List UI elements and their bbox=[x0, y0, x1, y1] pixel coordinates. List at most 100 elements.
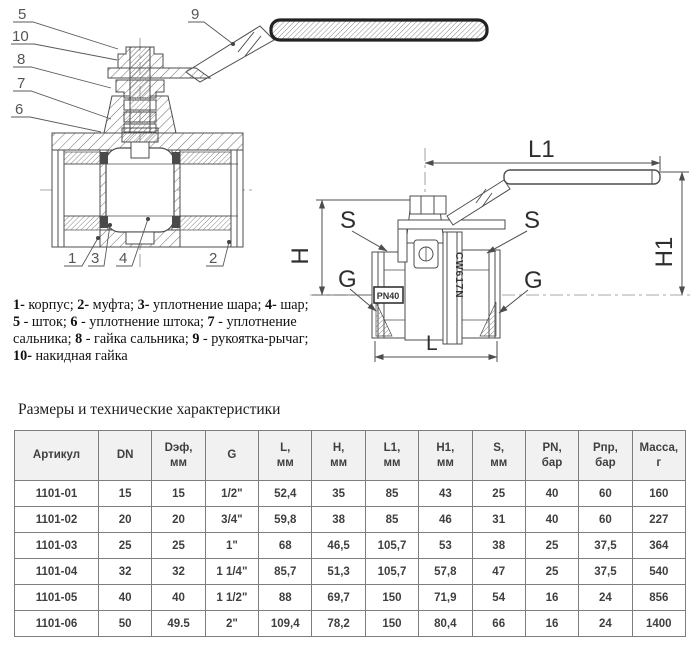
pn-marking: PN40 bbox=[377, 291, 400, 301]
table-cell: 60 bbox=[578, 480, 633, 507]
table-cell: 540 bbox=[631, 558, 687, 585]
table-cell: 25 bbox=[151, 532, 206, 559]
dim-label-H1: H1 bbox=[651, 237, 678, 268]
table-cell: 32 bbox=[151, 558, 206, 585]
table-cell: 40 bbox=[524, 480, 580, 507]
table-cell: 105,7 bbox=[364, 558, 420, 585]
table-cell: 364 bbox=[631, 532, 687, 559]
table-cell: 46,5 bbox=[311, 532, 366, 559]
table-cell: 71,9 bbox=[418, 584, 473, 611]
table-cell: 16 bbox=[524, 584, 580, 611]
column-header: PN,бар bbox=[524, 430, 580, 481]
column-header: H1,мм bbox=[418, 430, 473, 481]
callout-9: 9 bbox=[191, 6, 199, 23]
table-cell: 68 bbox=[258, 532, 313, 559]
ball-seat bbox=[100, 216, 108, 228]
callout-10: 10 bbox=[12, 28, 29, 45]
mounting-bracket bbox=[397, 219, 506, 230]
table-cell: 25 bbox=[471, 480, 526, 507]
table-cell: 25 bbox=[97, 532, 153, 559]
table-cell: 32 bbox=[97, 558, 153, 585]
legend-line: сальника; 8 - гайка сальника; 9 - рукоят… bbox=[13, 331, 309, 347]
table-cell: 40 bbox=[524, 506, 580, 533]
table-cell: 24 bbox=[578, 610, 633, 637]
dim-label-G-right: G bbox=[524, 267, 543, 294]
table-cell: 31 bbox=[471, 506, 526, 533]
table-cell: 1101-05 bbox=[14, 584, 99, 611]
ball bbox=[105, 147, 175, 233]
column-header: Масса,г bbox=[631, 430, 687, 481]
legend-line: 5 - шток; 6 - уплотнение штока; 7 - упло… bbox=[13, 314, 297, 330]
table-cell: 150 bbox=[364, 584, 420, 611]
column-header: L1,мм bbox=[364, 430, 420, 481]
table-cell: 80,4 bbox=[418, 610, 473, 637]
table-cell: 40 bbox=[97, 584, 153, 611]
table-cell: 25 bbox=[524, 558, 580, 585]
valve-body-side bbox=[371, 169, 661, 345]
table-cell: 43 bbox=[418, 480, 473, 507]
callout-4: 4 bbox=[119, 250, 127, 267]
table-cell: 85 bbox=[364, 480, 420, 507]
parts-legend: 1- корпус; 2- муфта; 3- уплотнение шара;… bbox=[13, 297, 343, 365]
table-cell: 85,7 bbox=[258, 558, 313, 585]
table-cell: 105,7 bbox=[364, 532, 420, 559]
column-header: S,мм bbox=[471, 430, 526, 481]
table-cell: 25 bbox=[524, 532, 580, 559]
table-cell: 78,2 bbox=[311, 610, 366, 637]
spec-section: Размеры и технические характеристики Арт… bbox=[14, 401, 687, 637]
dim-label-S-left: S bbox=[340, 207, 356, 234]
dimension-lines bbox=[312, 156, 689, 362]
table-cell: 66 bbox=[471, 610, 526, 637]
alloy-marking: CW617N bbox=[453, 252, 464, 299]
column-header: L,мм bbox=[258, 430, 313, 481]
stem-assembly bbox=[103, 46, 212, 159]
column-header: G bbox=[204, 430, 260, 481]
table-cell: 20 bbox=[97, 506, 153, 533]
table-cell: 52,4 bbox=[258, 480, 313, 507]
table-cell: 49.5 bbox=[151, 610, 206, 637]
ball-seat bbox=[100, 152, 108, 164]
column-header: DN bbox=[97, 430, 153, 481]
table-cell: 1" bbox=[204, 532, 260, 559]
table-cell: 60 bbox=[578, 506, 633, 533]
table-cell: 1101-06 bbox=[14, 610, 99, 637]
stem bbox=[129, 46, 151, 133]
table-cell: 40 bbox=[151, 584, 206, 611]
technical-drawing: 5 10 8 7 6 9 1 3 4 2 bbox=[11, 6, 690, 362]
dim-label-G-left: G bbox=[338, 266, 357, 293]
callout-6: 6 bbox=[15, 101, 23, 118]
table-cell: 59,8 bbox=[258, 506, 313, 533]
callout-1: 1 bbox=[68, 250, 76, 267]
table-cell: 856 bbox=[631, 584, 687, 611]
table-cell: 150 bbox=[364, 610, 420, 637]
table-cell: 2" bbox=[204, 610, 260, 637]
table-cell: 160 bbox=[631, 480, 687, 507]
handle-grip-side bbox=[503, 169, 661, 185]
table-cell: 1 1/2" bbox=[204, 584, 260, 611]
table-cell: 15 bbox=[151, 480, 206, 507]
side-view: PN40 CW617N L1 H bbox=[287, 136, 690, 362]
column-header: Рпр,бар bbox=[578, 430, 633, 481]
table-cell: 85 bbox=[364, 506, 420, 533]
ball-seat bbox=[172, 152, 180, 164]
callout-numbers: 5 10 8 7 6 9 1 3 4 2 bbox=[12, 6, 217, 267]
column-header: Dэф,мм bbox=[151, 430, 206, 481]
table-cell: 69,7 bbox=[311, 584, 366, 611]
table-cell: 20 bbox=[151, 506, 206, 533]
table-cell: 1/2" bbox=[204, 480, 260, 507]
table-cell: 3/4" bbox=[204, 506, 260, 533]
table-cell: 35 bbox=[311, 480, 366, 507]
table-cell: 47 bbox=[471, 558, 526, 585]
dim-label-L1: L1 bbox=[528, 136, 555, 163]
table-cell: 53 bbox=[418, 532, 473, 559]
callout-8: 8 bbox=[17, 51, 25, 68]
table-cell: 1101-02 bbox=[14, 506, 99, 533]
callout-3: 3 bbox=[91, 250, 99, 267]
handle-arm bbox=[446, 179, 511, 226]
table-cell: 46 bbox=[418, 506, 473, 533]
table-cell: 1400 bbox=[631, 610, 687, 637]
